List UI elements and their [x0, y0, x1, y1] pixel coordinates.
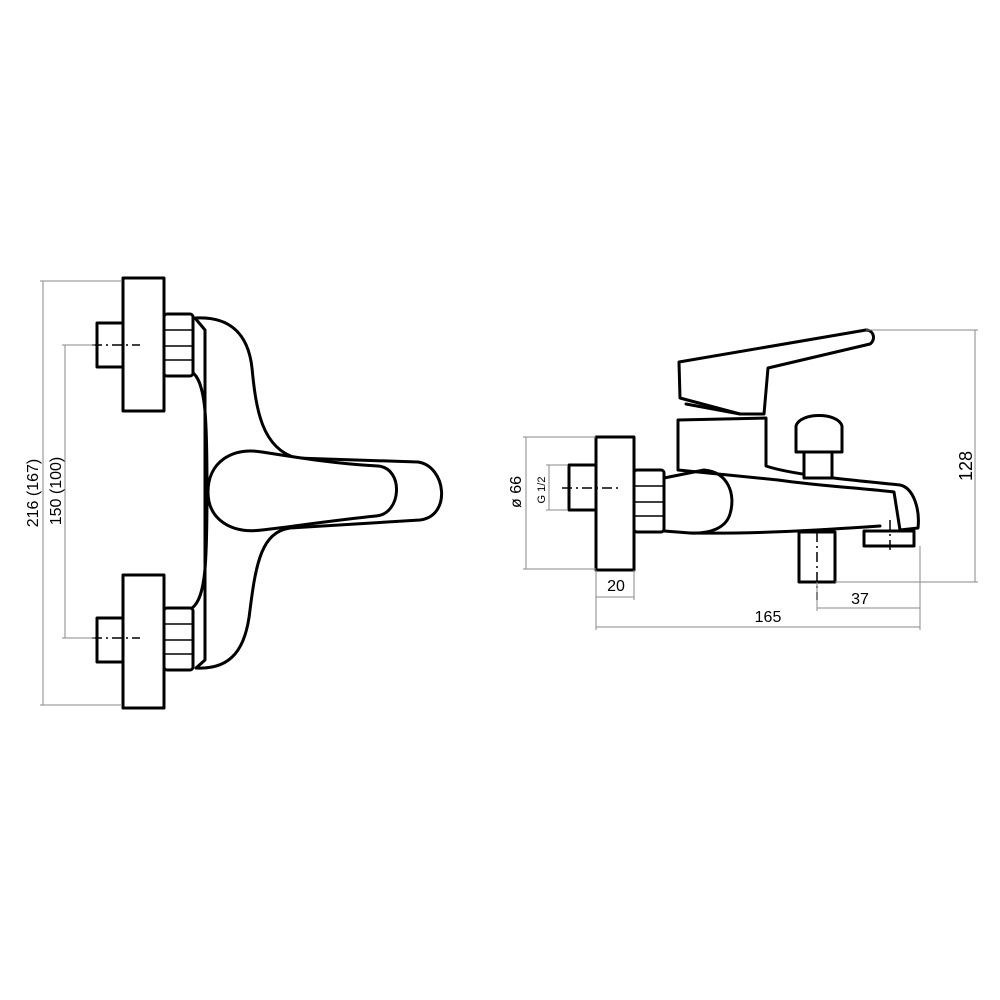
side-body-top	[676, 416, 920, 532]
spout-aerator	[862, 529, 916, 548]
overall-length-label: 165	[755, 609, 782, 626]
thread-label: G 1/2	[536, 477, 548, 504]
diverter-stem	[802, 450, 834, 480]
side-lever-handle	[677, 328, 875, 416]
height-dimension-label: 216 (167)	[25, 459, 42, 528]
lever-knob	[206, 449, 398, 533]
spout-offset-label: 37	[851, 591, 869, 608]
lower-pipe-stub	[95, 616, 125, 664]
side-hex-nut	[632, 468, 666, 534]
upper-connector	[95, 276, 195, 413]
upper-hex-nut	[162, 312, 195, 378]
diameter-label: ø 66	[508, 476, 525, 508]
mixer-body	[193, 316, 444, 670]
front-view: 216 (167) 150 (100)	[25, 276, 444, 710]
side-height-label: 128	[956, 451, 976, 481]
wall-depth-label: 20	[607, 578, 625, 595]
side-wall-flange	[594, 435, 636, 572]
center-distance-label: 150 (100)	[48, 457, 65, 526]
diverter-knob	[794, 414, 844, 454]
side-body	[662, 468, 734, 535]
side-body-bottom	[688, 524, 882, 535]
lower-wall-flange	[121, 573, 166, 710]
lower-connector	[95, 573, 195, 710]
side-view: ø 66 G 1/2 20 37 165 128	[508, 328, 978, 630]
lower-hex-nut	[162, 606, 195, 672]
upper-wall-flange	[121, 276, 166, 413]
